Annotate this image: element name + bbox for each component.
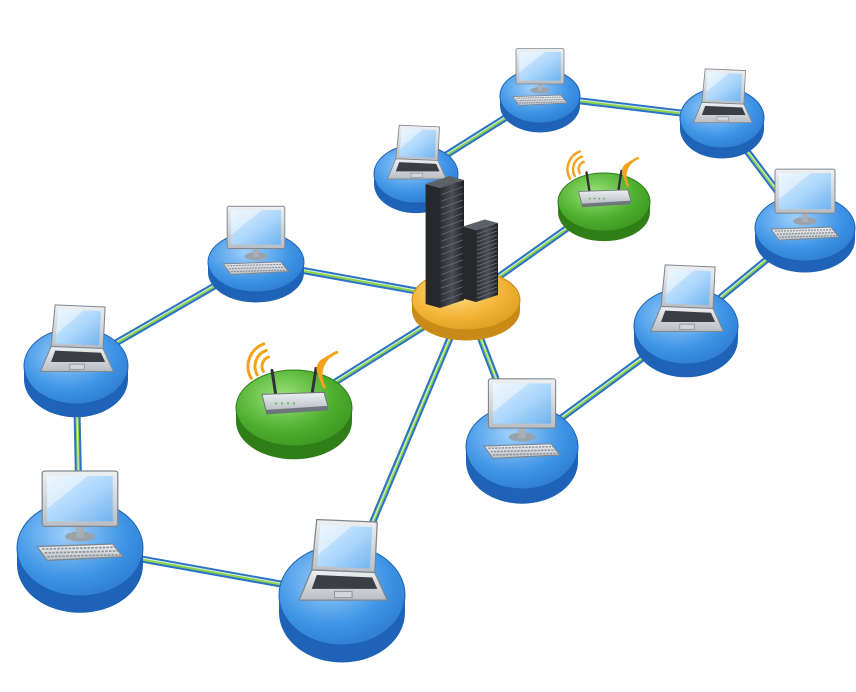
wireless-router-icon xyxy=(246,342,339,415)
desktop-computer-icon xyxy=(512,48,569,106)
node-pc-3 xyxy=(499,48,581,133)
laptop-icon xyxy=(649,264,725,332)
wireless-router-icon xyxy=(566,150,640,208)
node-pc-4 xyxy=(754,168,856,273)
wifi-signal-icon xyxy=(246,342,339,389)
nodes-layer xyxy=(16,48,856,663)
server-rack-icon xyxy=(425,176,498,308)
desktop-computer-icon xyxy=(770,168,841,241)
laptop-icon xyxy=(386,124,447,180)
node-server xyxy=(411,176,521,341)
desktop-computer-icon xyxy=(35,470,125,562)
wifi-signal-icon xyxy=(566,150,640,187)
laptop-icon xyxy=(39,304,115,372)
node-laptop-5 xyxy=(23,304,129,418)
node-laptop-2 xyxy=(679,68,765,159)
node-laptop-3 xyxy=(633,264,739,378)
laptop-icon xyxy=(692,68,753,124)
node-router-2 xyxy=(557,150,651,242)
desktop-computer-icon xyxy=(222,205,290,275)
node-pc-5 xyxy=(16,470,144,613)
node-router-1 xyxy=(235,342,353,460)
node-laptop-4 xyxy=(278,518,406,663)
laptop-icon xyxy=(298,518,389,601)
desktop-computer-icon xyxy=(482,378,562,459)
node-pc-2 xyxy=(465,378,579,504)
node-pc-1 xyxy=(207,205,305,303)
